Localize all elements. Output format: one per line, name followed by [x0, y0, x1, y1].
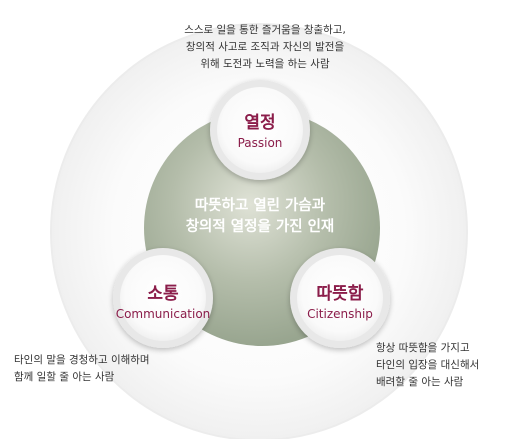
- citizenship-description: 항상 따뜻함을 가지고 타인의 입장을 대신해서 배려할 줄 아는 사람: [376, 340, 516, 391]
- communication-subtitle: Communication: [115, 307, 211, 321]
- communication-description: 타인의 말을 경청하고 이해하며 함께 일할 줄 아는 사람: [14, 352, 214, 386]
- communication-title: 소통: [147, 284, 179, 304]
- node-passion: [210, 80, 310, 180]
- passion-label: 열정 Passion: [210, 112, 310, 152]
- passion-desc-line: 스스로 일을 통한 즐거움을 창출하고,: [184, 24, 346, 36]
- core-statement: 따뜻하고 열린 가슴과 창의적 열정을 가진 인재: [170, 196, 350, 238]
- communication-label: 소통 Communication: [108, 283, 218, 323]
- citizenship-desc-line: 항상 따뜻함을 가지고: [376, 342, 470, 354]
- communication-desc-line: 함께 일할 줄 아는 사람: [14, 371, 115, 383]
- passion-desc-line: 창의적 사고로 조직과 자신의 발전을: [185, 41, 345, 53]
- node-communication: [113, 248, 213, 348]
- core-line-2: 창의적 열정을 가진 인재: [185, 219, 335, 235]
- communication-desc-line: 타인의 말을 경청하고 이해하며: [14, 354, 150, 366]
- passion-title: 열정: [244, 113, 276, 133]
- citizenship-label: 따뜻함 Citizenship: [290, 283, 390, 323]
- citizenship-subtitle: Citizenship: [307, 307, 373, 321]
- citizenship-title: 따뜻함: [316, 284, 364, 304]
- passion-subtitle: Passion: [237, 136, 283, 150]
- passion-desc-line: 위해 도전과 노력을 하는 사람: [200, 58, 330, 70]
- citizenship-desc-line: 배려할 줄 아는 사람: [376, 376, 464, 388]
- core-line-1: 따뜻하고 열린 가슴과: [194, 198, 326, 214]
- node-citizenship: [290, 248, 390, 348]
- passion-description: 스스로 일을 통한 즐거움을 창출하고, 창의적 사고로 조직과 자신의 발전을…: [150, 22, 380, 73]
- citizenship-desc-line: 타인의 입장을 대신해서: [376, 359, 480, 371]
